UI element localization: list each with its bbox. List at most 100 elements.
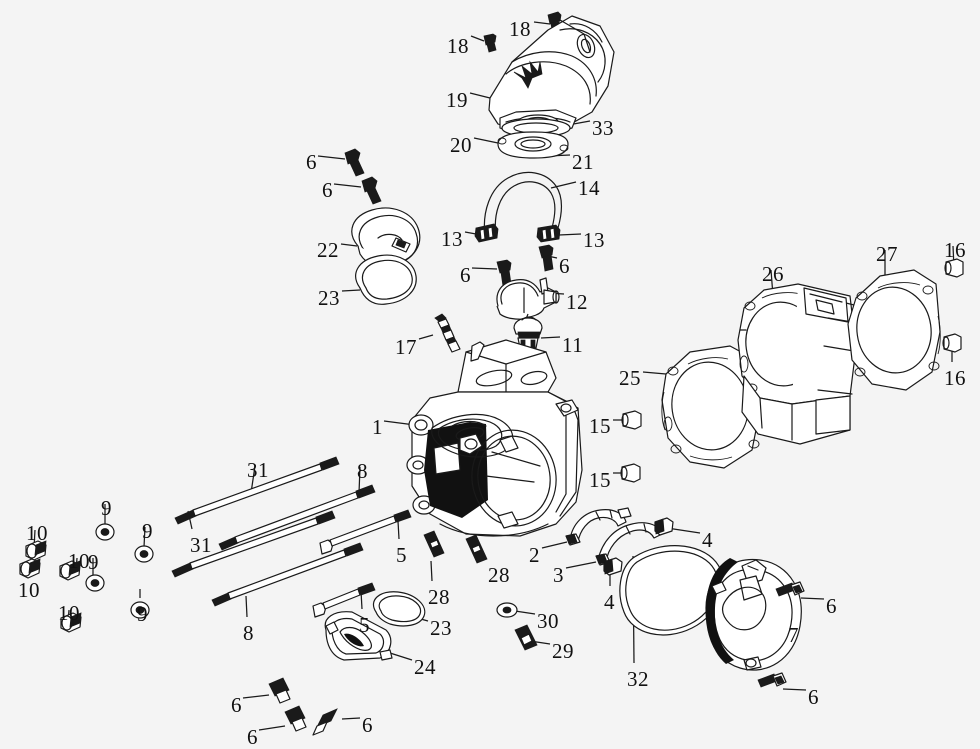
callout-6-d: 6 [559,254,570,278]
callout-6-i: 6 [362,713,373,737]
callout-12: 12 [566,290,588,314]
callout-5-a: 5 [396,543,407,567]
part-30-sealing-washer [496,602,518,618]
callout-16-b: 16 [944,366,966,390]
callout-4-b: 4 [604,590,615,614]
callout-14: 14 [578,176,600,200]
part-29-bolt [514,624,538,651]
part-16-dowel-pin-a [944,258,964,278]
callout-9-c: 9 [142,519,153,543]
part-6-flange-bolt-b [361,176,382,205]
callout-29: 29 [552,639,574,663]
part-31-stud-bolt-a [174,456,340,525]
part-1-cylinder-head [406,339,583,537]
part-28-bolt-a [423,530,445,558]
part-10-cap-nut-b [59,560,81,581]
part-13-hose-clamp-b [536,224,561,243]
part-15-dowel-pin-a [621,410,642,430]
callout-9-a: 9 [101,496,112,520]
callout-20: 20 [450,133,472,157]
callout-28-a: 28 [428,585,450,609]
callout-21: 21 [572,150,594,174]
part-28-bolt-b [465,534,488,564]
part-13-hose-clamp-a [474,223,499,243]
part-16-dowel-pin-b [942,333,962,353]
part-20-21-intake-insulator [497,131,569,159]
part-9-washer-c [134,545,154,563]
callout-18-b: 18 [509,17,531,41]
part-23-gasket-lower [372,591,426,627]
part-24-tensioner-cover [324,611,393,661]
callout-15-b: 15 [589,468,611,492]
part-8-stud-bolt-a [218,484,376,551]
callout-6-g: 6 [231,693,242,717]
callout-24: 24 [414,655,436,679]
part-2-cam-chain-guide [565,507,632,546]
callout-33: 33 [592,116,614,140]
part-15-dowel-pin-b [620,463,641,483]
callout-10-c: 10 [68,549,90,573]
callout-25: 25 [619,366,641,390]
callout-22: 22 [317,238,339,262]
part-6-flange-bolt-i [312,708,338,736]
part-32-o-ring [619,545,724,636]
part-6-flange-bolt-h [284,705,307,732]
callout-6-f: 6 [808,685,819,709]
callout-27: 27 [876,242,898,266]
callout-6-h: 6 [247,725,258,749]
part-10-cap-nut-d [60,612,82,633]
callout-13-a: 13 [441,227,463,251]
callout-7: 7 [788,623,799,647]
callout-2: 2 [529,543,540,567]
part-6-flange-bolt-a [344,148,365,177]
callout-9-b: 9 [88,550,99,574]
callout-4-a: 4 [702,528,713,552]
callout-8-a: 8 [357,459,368,483]
callout-15-a: 15 [589,414,611,438]
callout-13-b: 13 [583,228,605,252]
callout-6-a: 6 [306,150,317,174]
part-18-intake-bolt-a [483,33,497,53]
callout-11: 11 [562,333,584,357]
callout-26: 26 [762,262,784,286]
part-31-stud-bolt-b [171,510,336,578]
callout-16-a: 16 [944,238,966,262]
part-4-bolt-b [603,557,623,576]
callout-10-d: 10 [58,601,80,625]
callout-31-b: 31 [190,533,212,557]
callout-23-a: 23 [318,286,340,310]
part-9-washer-b [85,574,105,592]
callout-23-b: 23 [430,616,452,640]
callout-6-c: 6 [460,263,471,287]
part-5-stud-bolt-b [312,582,376,618]
part-9-washer-a [95,523,115,541]
callout-8-b: 8 [243,621,254,645]
part-10-cap-nut-a [25,540,47,561]
callout-32: 32 [627,667,649,691]
part-7-head-side-cover [705,558,802,671]
callout-5-b: 5 [359,613,370,637]
part-6-flange-bolt-f [757,672,787,688]
callout-30: 30 [537,609,559,633]
callout-3: 3 [553,563,564,587]
part-4-bolt-a [654,517,674,536]
callout-31-a: 31 [247,458,269,482]
part-6-flange-bolt-g [268,677,291,704]
part-12-thermostat-housing [496,277,560,320]
callout-28-b: 28 [488,563,510,587]
callout-9-d: 9 [137,602,148,626]
callout-17: 17 [395,335,417,359]
callout-19: 19 [446,88,468,112]
part-27-base-gasket [847,269,941,391]
part-17-spark-plug [434,313,461,353]
part-8-stud-bolt-b [211,542,364,607]
callout-1: 1 [372,415,383,439]
part-26-cylinder-block [737,283,861,445]
callout-6-e: 6 [826,594,837,618]
callout-10-a: 10 [26,521,48,545]
part-5-stud-bolt-a [319,509,412,555]
part-10-cap-nut-c [19,558,41,579]
callout-18-a: 18 [447,34,469,58]
